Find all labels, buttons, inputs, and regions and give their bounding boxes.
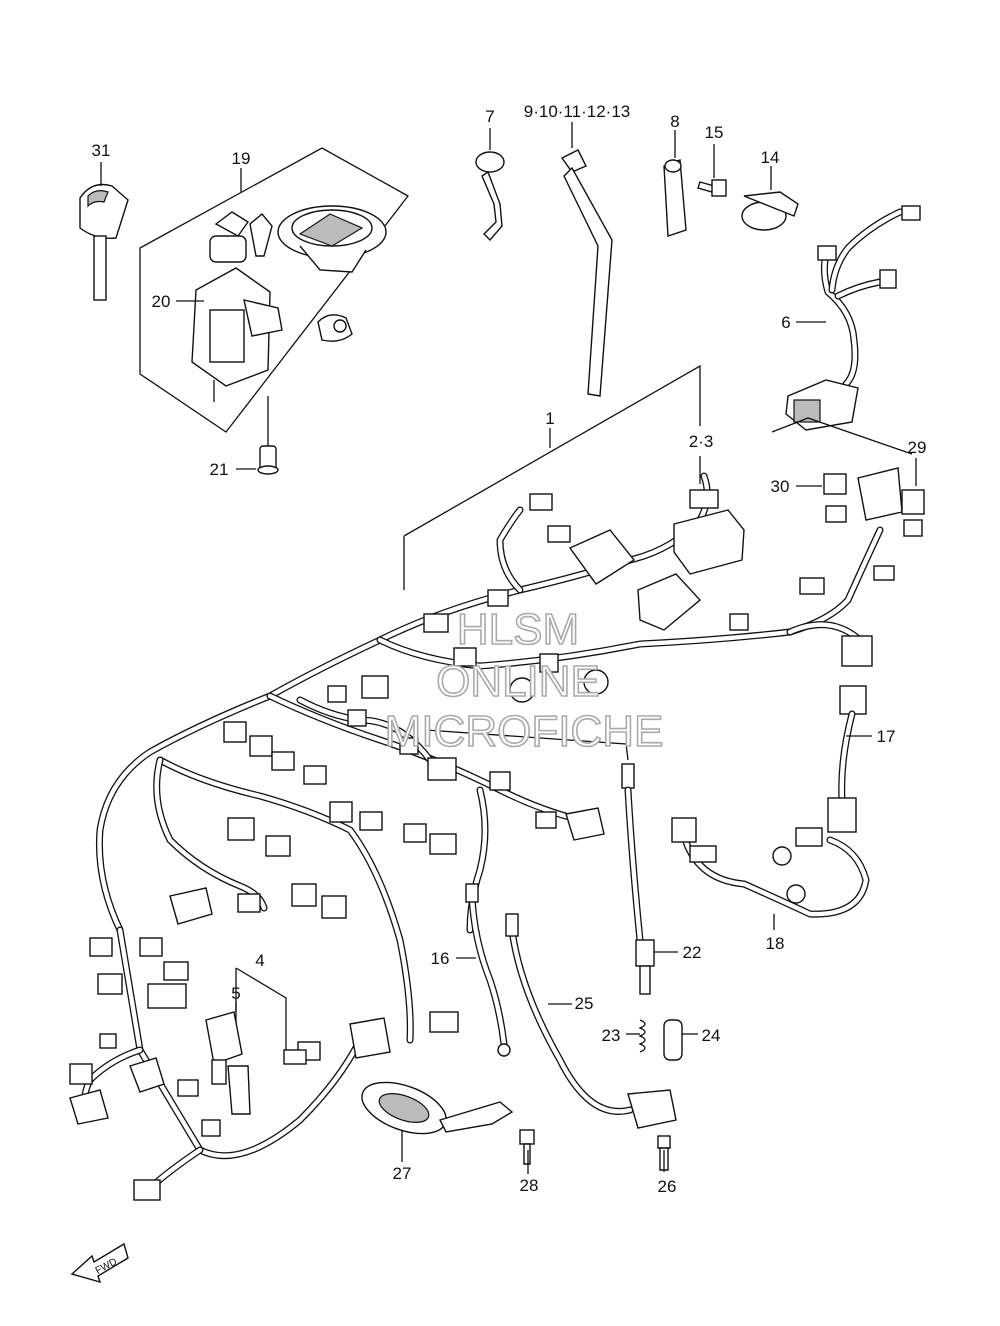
callout-1: 1	[545, 409, 554, 428]
callout-29: 29	[908, 438, 927, 457]
fuel-cap-lock-part	[277, 205, 387, 273]
callout-23: 23	[602, 1026, 621, 1045]
ignition-set-outline	[139, 147, 409, 433]
callout-25: 25	[575, 994, 594, 1013]
callout-20: 20	[152, 292, 171, 311]
callout-8: 8	[670, 112, 679, 131]
callout-16: 16	[431, 949, 450, 968]
harness-connectors	[69, 467, 925, 1201]
sensor-22-part	[425, 729, 655, 995]
callout-6: 6	[781, 313, 790, 332]
cable-tie-part	[560, 149, 613, 397]
callout-14: 14	[761, 148, 780, 167]
screw-21-part	[257, 396, 279, 475]
callout-9-13: 9·10·11·12·13	[524, 102, 630, 121]
sub-harness-6-part	[785, 205, 921, 431]
watermark-line1: HLSM	[457, 605, 579, 654]
key-part	[79, 183, 129, 301]
horn-27-part	[361, 1081, 514, 1135]
callout-5: 5	[231, 984, 240, 1003]
callout-27: 27	[393, 1164, 412, 1183]
callout-4: 4	[255, 951, 264, 970]
callout-2-3: 2·3	[689, 432, 714, 451]
main-wiring-harness-part	[81, 472, 884, 1192]
callout-17: 17	[877, 727, 896, 746]
bolt-28-part	[519, 1129, 535, 1165]
main-harness-callout-bracket	[403, 364, 701, 590]
callout-22: 22	[683, 943, 702, 962]
switch-25-part	[505, 913, 677, 1129]
callout-26: 26	[658, 1177, 677, 1196]
sub-harness-17-part	[827, 685, 867, 833]
spring-23-part	[638, 1019, 646, 1053]
watermark-line2: ONLINE	[436, 657, 600, 706]
relay-5-part	[205, 1011, 243, 1085]
callout-28: 28	[520, 1176, 539, 1195]
callout-24: 24	[702, 1026, 721, 1045]
hose-clip-14-part	[741, 191, 799, 231]
callout-31: 31	[92, 141, 111, 160]
callout-19: 19	[232, 149, 251, 168]
sleeve-24-part	[663, 1019, 683, 1061]
clamp-8-part	[663, 159, 687, 237]
bracket-7-part	[475, 151, 505, 242]
callout-18: 18	[766, 934, 785, 953]
callout-15: 15	[705, 123, 724, 142]
callout-21: 21	[210, 460, 229, 479]
watermark-line3: MICROFICHE	[385, 707, 664, 756]
watermark: HLSM ONLINE MICROFICHE	[384, 604, 664, 757]
bolt-15-part	[697, 179, 727, 197]
ground-lead-16-part	[465, 883, 511, 1057]
ignition-switch-part	[191, 211, 283, 402]
callout-30: 30	[771, 477, 790, 496]
forward-arrow-icon: FWD	[70, 1242, 129, 1284]
seat-lock-cylinder-part	[317, 314, 353, 342]
callout-7: 7	[485, 107, 494, 126]
callout-labels: 31 19 20 21 7 9·10·11·12·13 8 15 14 6 1 …	[92, 102, 927, 1196]
sub-harness-18-part	[671, 817, 870, 918]
